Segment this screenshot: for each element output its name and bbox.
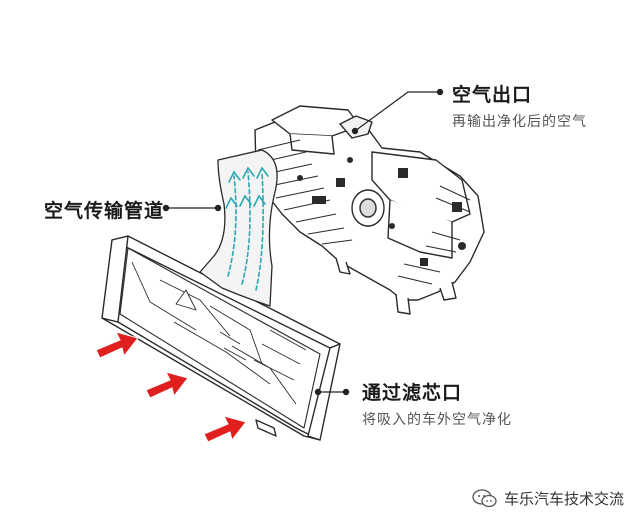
- filter-description: 将吸入的车外空气净化: [362, 412, 512, 428]
- intake-arrow-1: [95, 331, 139, 359]
- filter-title: 通过滤芯口: [362, 382, 463, 404]
- outlet-title: 空气出口: [452, 84, 533, 106]
- intake-arrows: [95, 331, 247, 443]
- air-duct: [199, 149, 278, 307]
- filter-tray: [101, 235, 341, 441]
- wechat-icon: [472, 488, 497, 507]
- airflow-arrows: [227, 171, 264, 291]
- outlet-description: 再输出净化后的空气: [452, 114, 587, 130]
- callout-lines: [162, 88, 444, 396]
- duct-title: 空气传输管道: [44, 200, 165, 222]
- watermark-text: 车乐汽车技术交流: [503, 490, 624, 508]
- intake-arrow-2: [145, 371, 189, 399]
- hvac-unit: [254, 105, 485, 315]
- outlet-leader: [354, 91, 440, 132]
- intake-arrow-3: [203, 415, 247, 443]
- watermark: 车乐汽车技术交流: [472, 488, 624, 509]
